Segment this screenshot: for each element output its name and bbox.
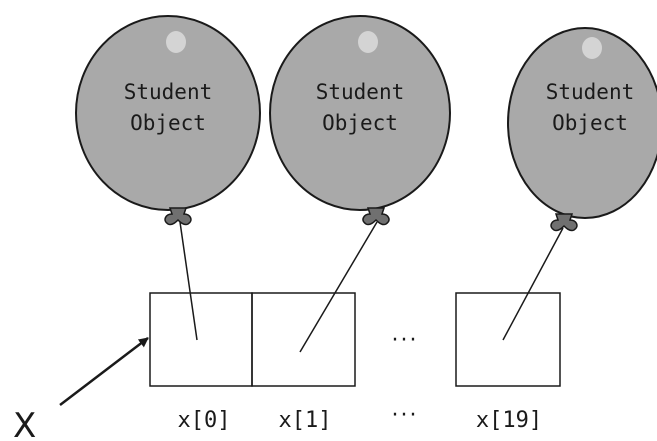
balloon-highlight-0 (166, 31, 186, 53)
array-ellipsis: ··· (392, 328, 419, 353)
index-label-0: x[0] (178, 408, 231, 433)
balloon-label-line1-2: Student (546, 80, 635, 104)
balloon-label-line2-0: Object (130, 111, 206, 135)
index-label-1: x[1] (279, 408, 332, 433)
array-cell-19 (456, 293, 560, 386)
balloon-string-0 (180, 222, 197, 340)
reference-arrow (60, 338, 148, 405)
balloon-string-2 (503, 228, 563, 340)
array-cell-0 (150, 293, 252, 386)
array-cell-1 (252, 293, 355, 386)
balloon-highlight-1 (358, 31, 378, 53)
array-cells (150, 293, 560, 386)
index-ellipsis: ··· (392, 403, 419, 428)
index-label-19: x[19] (476, 408, 542, 433)
balloon-string-1 (300, 222, 377, 352)
balloon-label-line1-0: Student (124, 80, 213, 104)
balloon-label-line1-1: Student (316, 80, 405, 104)
balloon-student-object-0: Student Object (76, 16, 260, 340)
balloon-student-object-1: Student Object (270, 16, 450, 352)
balloon-highlight-2 (582, 37, 602, 59)
variable-label: X (13, 406, 36, 441)
balloon-label-line2-2: Object (552, 111, 628, 135)
balloon-label-line2-1: Object (322, 111, 398, 135)
